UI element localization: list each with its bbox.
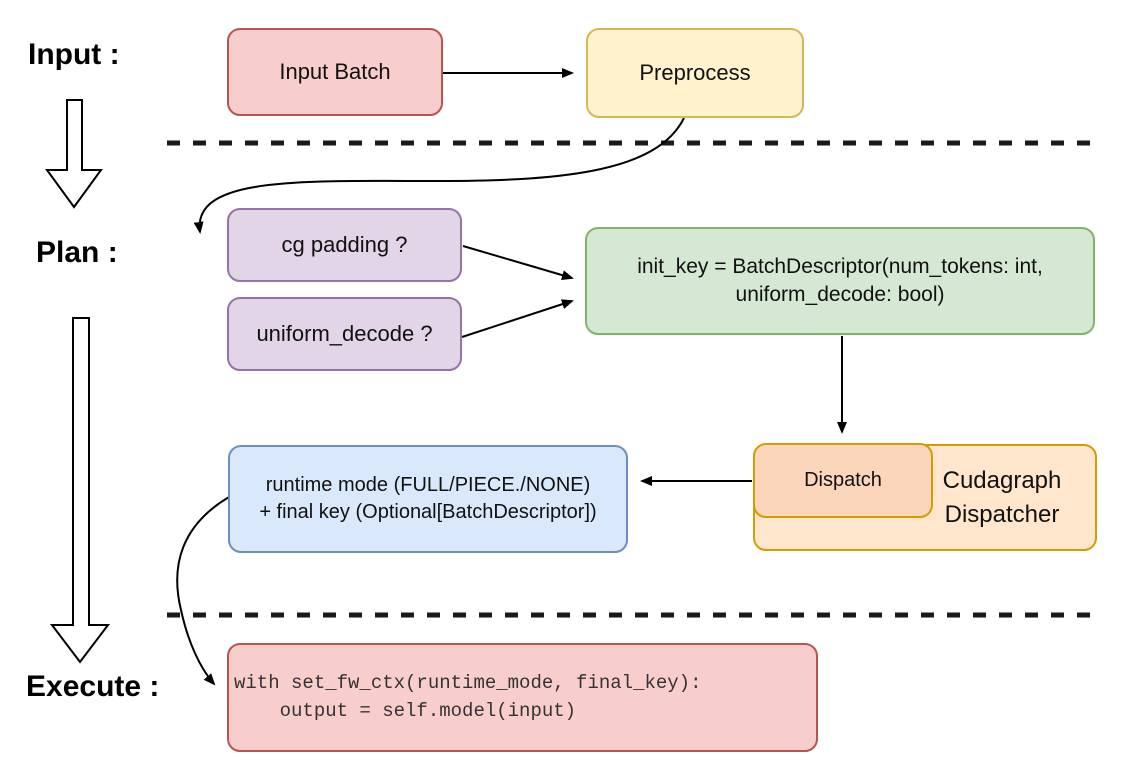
node-init-key: init_key = BatchDescriptor(num_tokens: i… — [585, 227, 1095, 335]
node-execute-code: with set_fw_ctx(runtime_mode, final_key)… — [227, 643, 818, 752]
node-dispatch-label: Dispatch — [804, 469, 882, 491]
node-init-key-line1: init_key = BatchDescriptor(num_tokens: i… — [637, 254, 1043, 278]
node-input-batch-label: Input Batch — [279, 59, 391, 85]
node-uniform-decode: uniform_decode ? — [227, 297, 462, 371]
stage-arrow-input-to-plan-icon — [45, 99, 103, 209]
node-cudagraph-line2: Dispatcher — [944, 500, 1060, 528]
stage-label-execute: Execute : — [26, 670, 160, 703]
stage-label-input: Input : — [28, 38, 120, 71]
node-cudagraph-line1: Cudagraph — [942, 466, 1062, 494]
node-cg-padding-label: cg padding ? — [281, 232, 408, 258]
node-runtime-mode-line2: + final key (Optional[BatchDescriptor]) — [259, 501, 597, 523]
edge-preprocess-cgpadding — [193, 117, 685, 234]
node-preprocess: Preprocess — [586, 28, 804, 118]
node-runtime-mode-line1: runtime mode (FULL/PIECE./NONE) — [265, 474, 591, 496]
node-runtime-mode: runtime mode (FULL/PIECE./NONE) + final … — [228, 445, 628, 553]
edge-cgpadding-initkey — [462, 245, 574, 280]
edge-runtimemode-executecode — [176, 496, 230, 686]
node-init-key-line2: uniform_decode: bool) — [735, 283, 945, 306]
edge-uniformdecode-initkey — [461, 299, 574, 338]
node-execute-code-line2: output = self.model(input) — [234, 699, 577, 722]
node-input-batch: Input Batch — [227, 28, 443, 116]
stage-label-plan: Plan : — [36, 236, 118, 269]
node-preprocess-label: Preprocess — [639, 60, 751, 86]
node-cudagraph-dispatcher-label: Cudagraph Dispatcher — [917, 446, 1087, 549]
node-execute-code-line1: with set_fw_ctx(runtime_mode, final_key)… — [234, 671, 702, 694]
node-dispatch: Dispatch — [753, 443, 933, 518]
stage-arrow-plan-to-execute-icon — [49, 317, 111, 664]
node-uniform-decode-label: uniform_decode ? — [256, 321, 433, 347]
node-cg-padding: cg padding ? — [227, 208, 462, 282]
